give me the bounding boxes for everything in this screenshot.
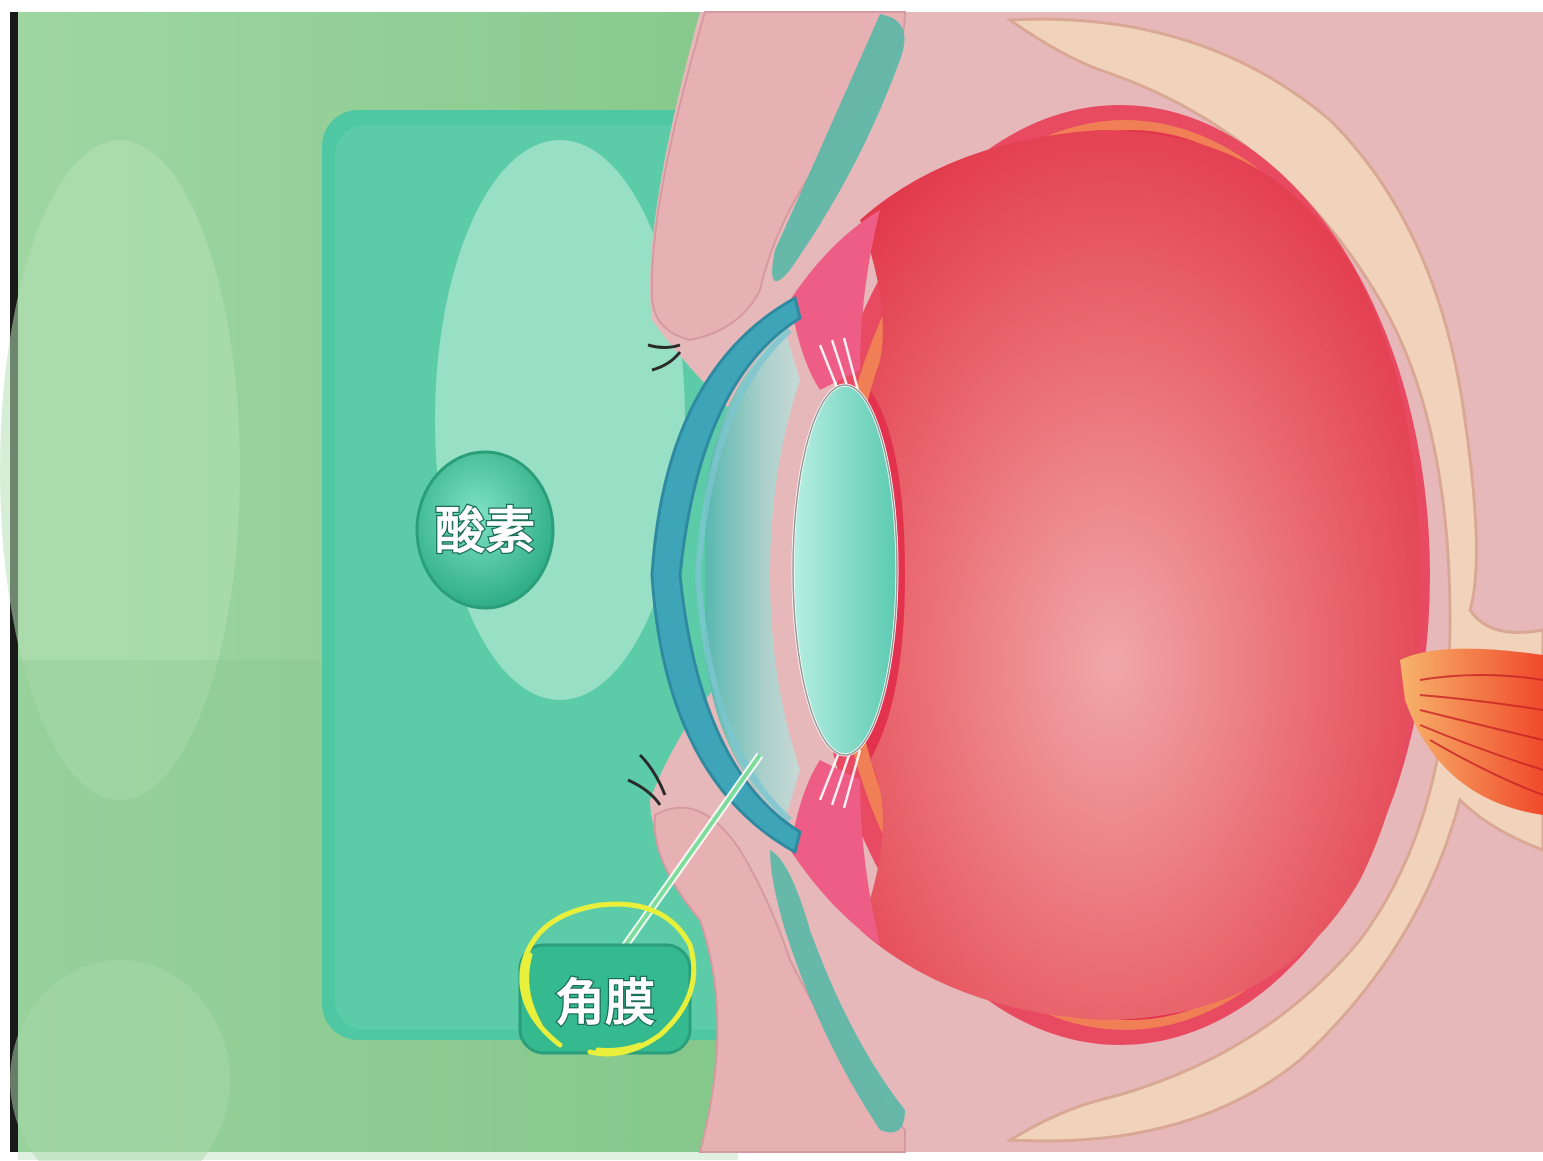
cornea-label: 角膜: [520, 945, 690, 1053]
oxygen-label: 酸素: [417, 452, 553, 608]
oxygen-label-text: 酸素: [435, 502, 535, 560]
vitreous-body: [860, 130, 1420, 1020]
cornea-label-text: 角膜: [555, 974, 655, 1032]
